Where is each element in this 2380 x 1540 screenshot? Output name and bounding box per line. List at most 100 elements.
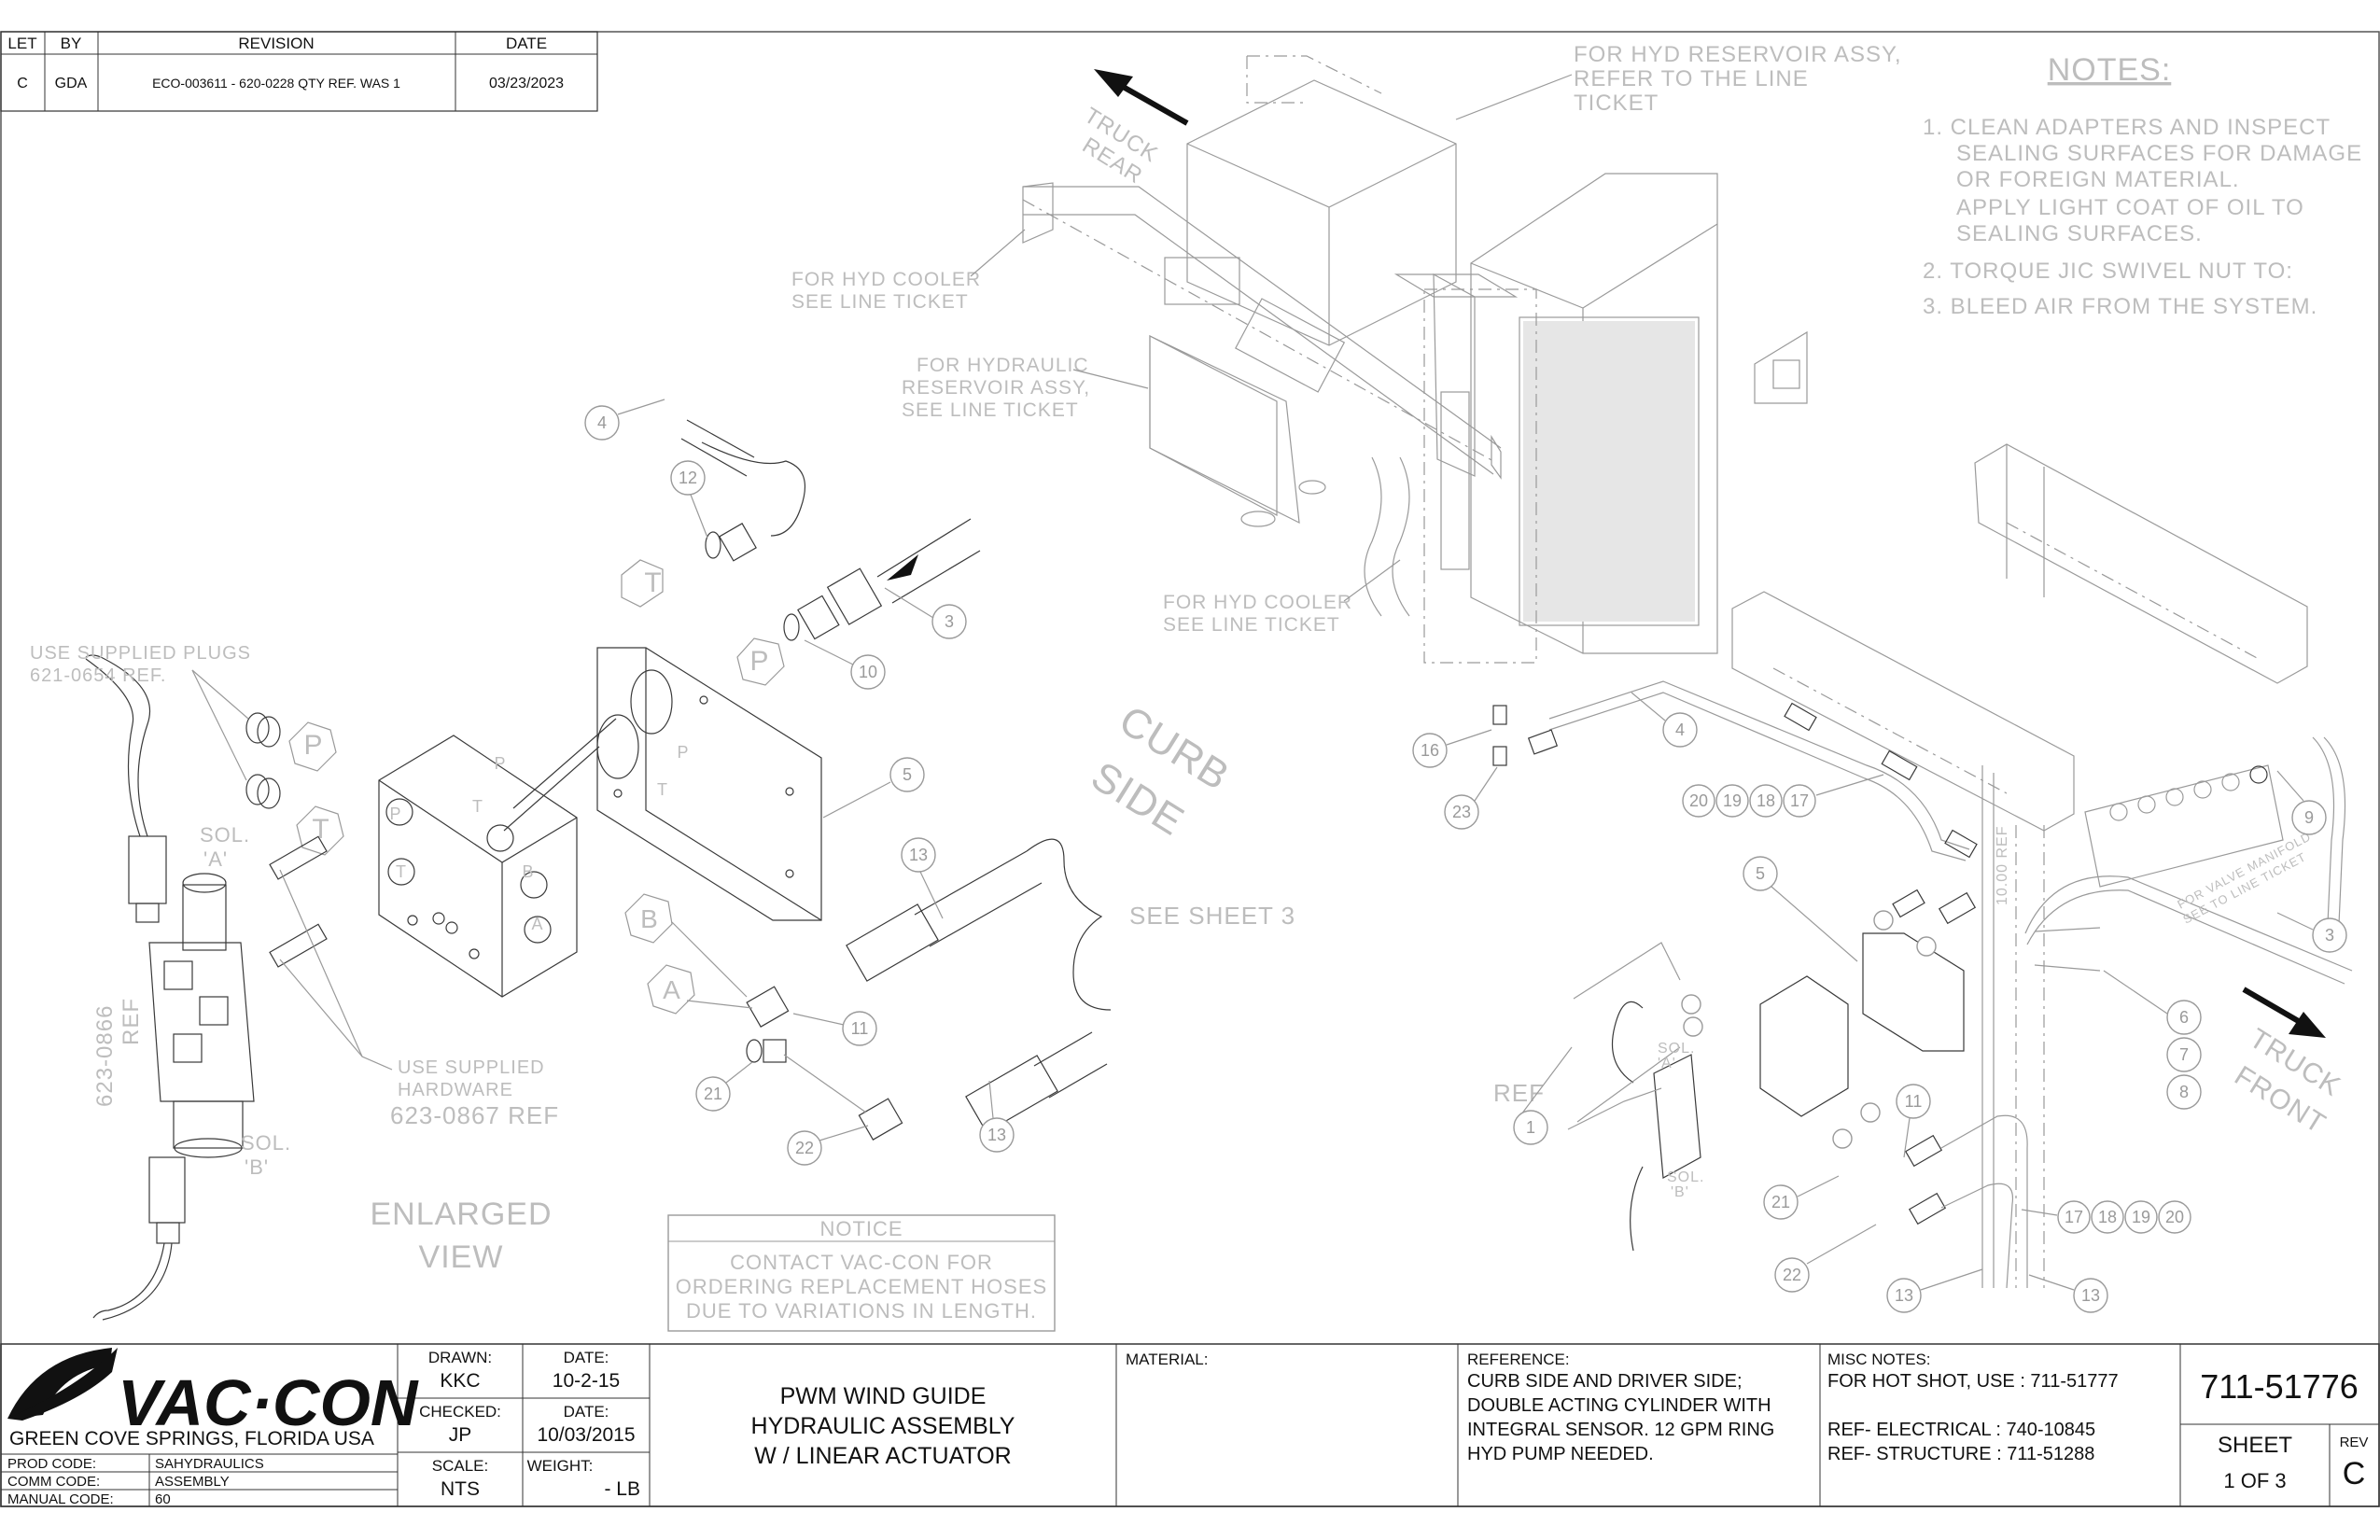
part-623-0866-label: 623-0866 xyxy=(92,1005,118,1107)
callout-hardware-line-2: HARDWARE xyxy=(398,1080,513,1100)
drawn-label: DRAWN: xyxy=(428,1349,492,1366)
sol-b-label-2: 'B' xyxy=(245,1155,269,1179)
checked-date-value: 10/03/2015 xyxy=(537,1424,635,1446)
balloon-10: 10 xyxy=(859,663,877,681)
notes-title: NOTES: xyxy=(2048,52,2172,88)
drawing-title-line-2: HYDRAULIC ASSEMBLY xyxy=(751,1413,1015,1439)
notes-block: NOTES: 1. CLEAN ADAPTERS AND INSPECT SEA… xyxy=(1923,52,2361,319)
comm-code-value: ASSEMBLY xyxy=(155,1474,230,1490)
truck-rear-arrow-icon xyxy=(1094,69,1189,126)
rev-date: 03/23/2023 xyxy=(489,76,564,91)
balloon-5: 5 xyxy=(903,765,912,784)
rev-header-by: BY xyxy=(61,35,82,52)
port-t-plug-hex: T xyxy=(312,814,329,845)
misc-line-1: FOR HOT SHOT, USE : 711-51777 xyxy=(1827,1371,2119,1392)
hydraulic-reservoir-drawing xyxy=(1022,55,1808,664)
manual-code-value: 60 xyxy=(155,1491,171,1507)
plate-port-t: T xyxy=(657,780,668,799)
misc-line-4: REF- STRUCTURE : 711-51288 xyxy=(1827,1444,2094,1464)
balloon-13c: 13 xyxy=(1895,1286,1913,1305)
balloon-4: 4 xyxy=(597,413,607,432)
notice-line-3: DUE TO VARIATIONS IN LENGTH. xyxy=(686,1299,1037,1323)
drawing-title-line-3: W / LINEAR ACTUATOR xyxy=(754,1443,1012,1469)
balloon-19: 19 xyxy=(1723,791,1742,810)
balloon-11b: 11 xyxy=(1905,1092,1923,1111)
callout-hyd-reservoir-line-2: RESERVOIR ASSY, xyxy=(902,377,1090,399)
drawn-date-value: 10-2-15 xyxy=(553,1370,620,1392)
plate-port-p: P xyxy=(494,754,506,773)
port-t-hex: T xyxy=(644,567,662,598)
balloon-1: 1 xyxy=(1526,1118,1535,1137)
revision-table: LET BY REVISION DATE C GDA ECO-003611 - … xyxy=(0,31,598,112)
callout-hyd-cooler-2-line-1: FOR HYD COOLER xyxy=(1163,592,1352,613)
reference-line-3: INTEGRAL SENSOR. 12 GPM RING xyxy=(1467,1420,1774,1440)
weight-label: WEIGHT: xyxy=(527,1457,594,1475)
sol-b-small-2: 'B' xyxy=(1671,1184,1689,1200)
plate-port-p2: P xyxy=(677,743,689,762)
scale-value: NTS xyxy=(441,1478,480,1500)
weight-value: - LB xyxy=(604,1478,640,1500)
see-sheet-3-label: SEE SHEET 3 xyxy=(1129,902,1295,930)
enlarged-view-label-2: VIEW xyxy=(419,1239,504,1275)
drawn-value: KKC xyxy=(440,1370,480,1392)
manual-code-label: MANUAL CODE: xyxy=(7,1491,114,1507)
block-port-b: B xyxy=(522,862,534,881)
balloon-17: 17 xyxy=(1790,791,1809,810)
balloon-17b: 17 xyxy=(2065,1208,2083,1226)
rev-header-date: DATE xyxy=(506,35,547,52)
block-port-t2: T xyxy=(396,862,407,881)
drawing-number: 711-51776 xyxy=(2200,1367,2359,1406)
balloon-13: 13 xyxy=(909,846,928,864)
note-1-line-4: APPLY LIGHT COAT OF OIL TO xyxy=(1956,195,2304,220)
enlarged-view-label-1: ENLARGED xyxy=(370,1197,552,1232)
port-a-hex: A xyxy=(663,975,681,1004)
rev-header-revision: REVISION xyxy=(238,35,314,52)
rev-header-let: LET xyxy=(7,35,36,52)
balloon-16: 16 xyxy=(1421,741,1439,760)
balloon-20b: 20 xyxy=(2165,1208,2184,1226)
port-p-hex: P xyxy=(749,646,769,677)
notice-box: NOTICE CONTACT VAC-CON FOR ORDERING REPL… xyxy=(667,1214,1056,1332)
block-port-p: P xyxy=(389,805,401,823)
callout-reservoir-line-2: REFER TO THE LINE xyxy=(1574,66,1809,91)
company-name: VAC·CON xyxy=(118,1366,419,1439)
sol-a-label-2: 'A' xyxy=(203,847,228,871)
reference-line-4: HYD PUMP NEEDED. xyxy=(1467,1444,1654,1464)
balloon-20: 20 xyxy=(1689,791,1708,810)
part-623-0866-ref: REF xyxy=(119,998,144,1045)
ref-label: REF xyxy=(1493,1079,1545,1107)
callout-plugs-line-1: USE SUPPLIED PLUGS xyxy=(30,643,251,664)
rev-by: GDA xyxy=(55,76,88,91)
sol-a-small-1: SOL. xyxy=(1658,1041,1695,1057)
block-port-a: A xyxy=(531,915,543,933)
sheet-label: SHEET xyxy=(2218,1433,2292,1458)
callout-hardware-line-3: 623-0867 REF xyxy=(390,1101,559,1129)
truck-front-arrow-icon xyxy=(2242,987,2326,1038)
reference-label: REFERENCE: xyxy=(1467,1351,1570,1368)
callout-plugs-line-2: 621-0654 REF. xyxy=(30,665,166,686)
note-1-line-1: 1. CLEAN ADAPTERS AND INSPECT xyxy=(1923,115,2331,140)
reference-line-1: CURB SIDE AND DRIVER SIDE; xyxy=(1467,1371,1743,1392)
balloon-23: 23 xyxy=(1452,803,1471,821)
balloon-9: 9 xyxy=(2304,808,2314,827)
callout-hyd-cooler-1-line-2: SEE LINE TICKET xyxy=(791,291,969,313)
material-label: MATERIAL: xyxy=(1126,1351,1208,1368)
balloon-21b: 21 xyxy=(1771,1193,1790,1211)
port-b-hex: B xyxy=(640,904,659,933)
vac-con-logo: VAC·CON xyxy=(7,1348,419,1439)
balloon-5b: 5 xyxy=(1756,864,1765,883)
note-1-line-3: OR FOREIGN MATERIAL. xyxy=(1956,167,2240,192)
balloon-18: 18 xyxy=(1757,791,1775,810)
misc-line-3: REF- ELECTRICAL : 740-10845 xyxy=(1827,1420,2095,1440)
comm-code-label: COMM CODE: xyxy=(7,1474,100,1490)
enlarged-view-drawing xyxy=(85,419,1112,1321)
balloon-8: 8 xyxy=(2179,1083,2189,1101)
balloon-7: 7 xyxy=(2179,1045,2189,1064)
callout-hyd-reservoir-line-3: SEE LINE TICKET xyxy=(902,399,1079,421)
callout-reservoir-line-3: TICKET xyxy=(1574,91,1659,116)
prod-code-value: SAHYDRAULICS xyxy=(155,1456,264,1472)
note-2: 2. TORQUE JIC SWIVEL NUT TO: xyxy=(1923,259,2293,284)
balloon-3b: 3 xyxy=(2325,926,2334,945)
checked-label: CHECKED: xyxy=(419,1403,501,1421)
